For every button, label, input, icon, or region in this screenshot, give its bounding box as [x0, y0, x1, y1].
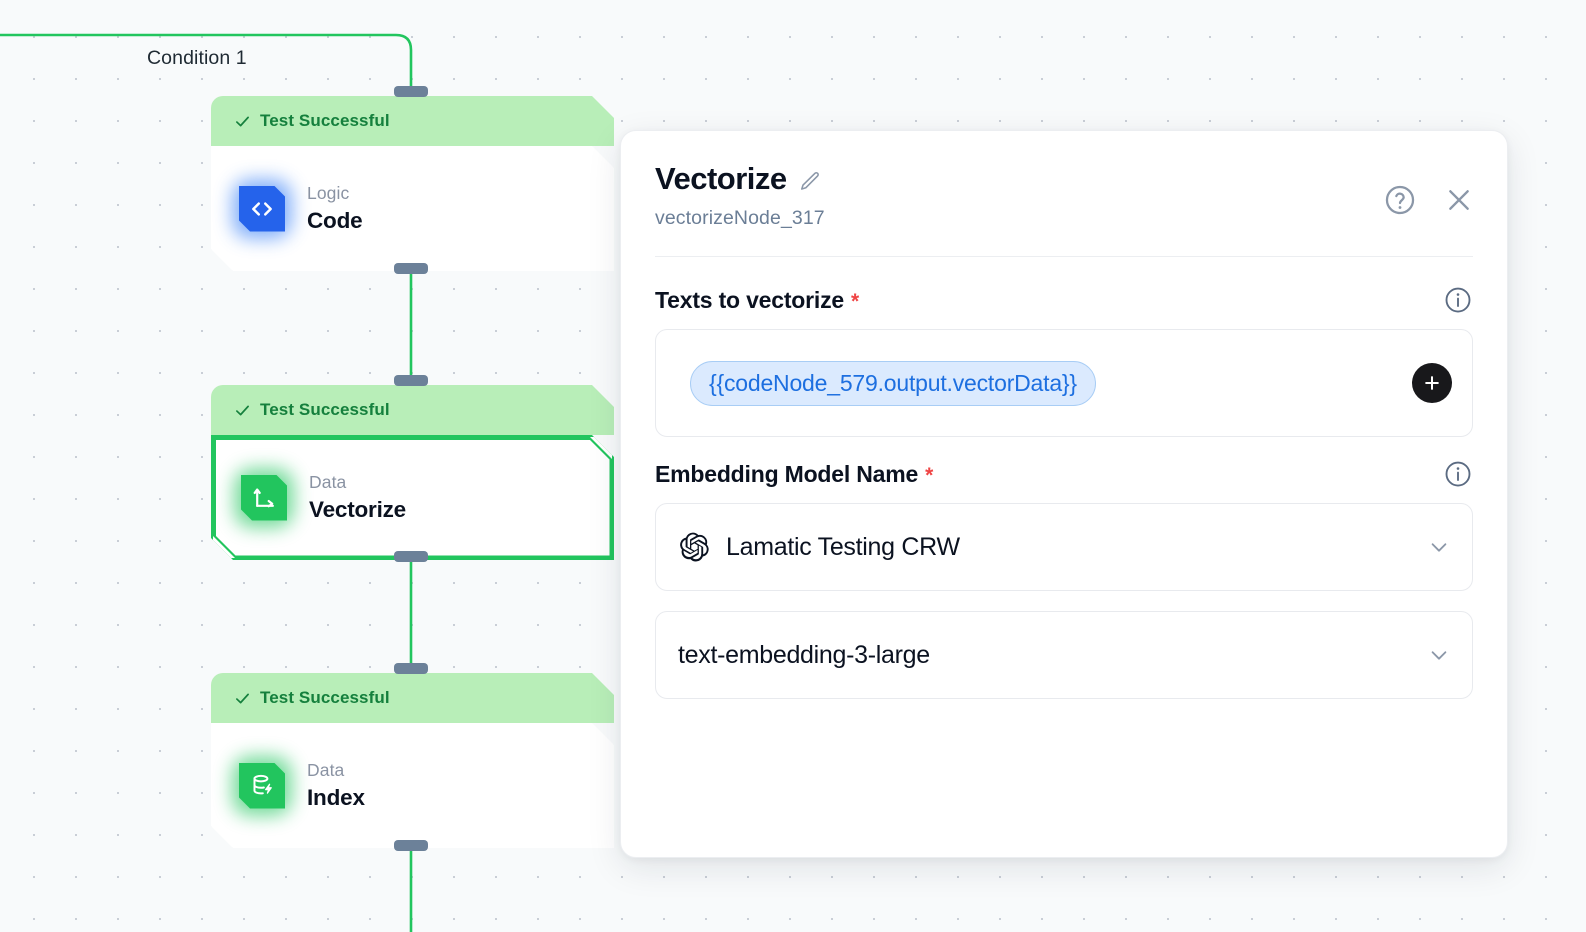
texts-field-label: Texts to vectorize * [655, 287, 859, 314]
node-status-banner: Test Successful [211, 385, 614, 435]
node-body[interactable]: Data Index [211, 723, 614, 848]
help-circle-icon[interactable] [1383, 183, 1417, 217]
node-text: Data Index [307, 760, 365, 811]
node-config-panel[interactable]: Vectorize vectorizeNode_317 Texts to vec… [620, 130, 1508, 858]
node-name: Vectorize [309, 497, 407, 522]
check-icon [235, 114, 250, 129]
check-icon [235, 691, 250, 706]
required-marker: * [925, 463, 934, 487]
node-vectorize[interactable]: Test Successful Data Vectorize [211, 385, 614, 560]
field-spacer [655, 437, 1473, 459]
node-index[interactable]: Test Successful Data Index [211, 673, 614, 848]
chevron-down-icon [1431, 543, 1447, 552]
pencil-icon[interactable] [799, 170, 821, 192]
texts-field-label-row: Texts to vectorize * [655, 285, 1473, 315]
panel-actions [1383, 183, 1475, 217]
node-status-text: Test Successful [260, 111, 390, 130]
panel-header: Vectorize vectorizeNode_317 [621, 131, 1507, 230]
node-text: Data Vectorize [309, 472, 406, 523]
texts-field-label-text: Texts to vectorize [655, 286, 844, 313]
info-circle-icon[interactable] [1443, 285, 1473, 315]
panel-body: Texts to vectorize * {{codeNode_579.outp… [621, 257, 1507, 699]
node-text: Logic Code [307, 183, 362, 234]
edge-label-condition-1: Condition 1 [147, 47, 247, 69]
node-handle-vectorize-bottom[interactable] [394, 551, 428, 562]
node-icon-wrap [241, 475, 287, 521]
embedding-field-label: Embedding Model Name * [655, 461, 933, 488]
embedding-field-label-row: Embedding Model Name * [655, 459, 1473, 489]
credential-value: Lamatic Testing CRW [726, 532, 960, 561]
add-text-button[interactable] [1412, 363, 1452, 403]
node-status-text: Test Successful [260, 688, 390, 707]
model-value: text-embedding-3-large [678, 640, 930, 669]
node-handle-index-top[interactable] [394, 663, 428, 674]
embedding-field-label-text: Embedding Model Name [655, 460, 919, 487]
node-code[interactable]: Test Successful Logic Code [211, 96, 614, 271]
panel-title-row: Vectorize [655, 161, 1469, 197]
node-handle-code-bottom[interactable] [394, 263, 428, 274]
chevron-down-icon [1431, 651, 1447, 660]
header-divider [655, 256, 1473, 257]
close-icon[interactable] [1443, 184, 1475, 216]
check-icon [235, 403, 250, 418]
texts-to-vectorize-input[interactable]: {{codeNode_579.output.vectorData}} [655, 329, 1473, 437]
plus-icon [1425, 376, 1439, 390]
node-icon-wrap [239, 186, 285, 232]
node-name: Code [307, 208, 363, 233]
node-handle-vectorize-top[interactable] [394, 375, 428, 386]
node-body[interactable]: Data Vectorize [211, 435, 614, 560]
node-name: Index [307, 785, 365, 810]
node-status-banner: Test Successful [211, 673, 614, 723]
variable-token-chip[interactable]: {{codeNode_579.output.vectorData}} [690, 360, 1096, 406]
credential-select[interactable]: Lamatic Testing CRW [655, 503, 1473, 591]
node-handle-code-top[interactable] [394, 86, 428, 97]
node-id-label: vectorizeNode_317 [655, 207, 825, 229]
code-icon [239, 186, 285, 232]
database-index-icon [239, 763, 285, 809]
node-category: Data [309, 472, 347, 492]
node-status-text: Test Successful [260, 400, 390, 419]
info-circle-icon[interactable] [1443, 459, 1473, 489]
node-category: Logic [307, 183, 350, 203]
required-marker: * [850, 289, 859, 313]
openai-logo-icon [680, 532, 709, 562]
node-status-banner: Test Successful [211, 96, 614, 146]
vectorize-icon [241, 475, 287, 521]
model-select[interactable]: text-embedding-3-large [655, 611, 1473, 699]
node-icon-wrap [239, 763, 285, 809]
node-category: Data [307, 760, 345, 780]
node-handle-index-bottom[interactable] [394, 840, 428, 851]
node-body[interactable]: Logic Code [211, 146, 614, 271]
page-title: Vectorize [655, 161, 787, 196]
